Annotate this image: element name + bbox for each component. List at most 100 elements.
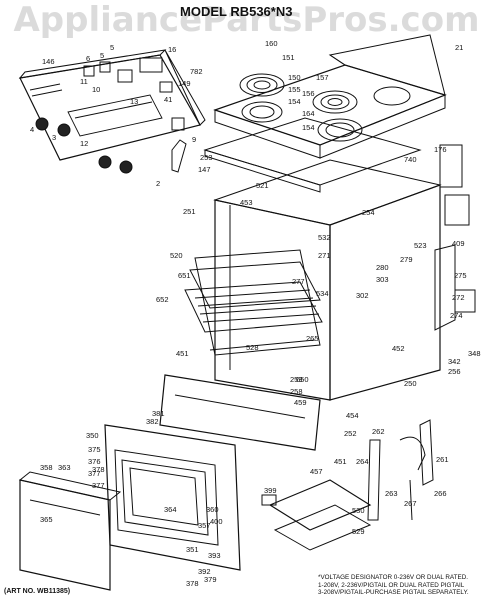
callout-label: 520 bbox=[170, 251, 183, 260]
callout-label: 164 bbox=[302, 109, 315, 118]
callout-label: 740 bbox=[404, 155, 417, 164]
callout-label: 160 bbox=[265, 39, 278, 48]
oven-racks[interactable] bbox=[184, 261, 323, 333]
callout-label: 451 bbox=[176, 349, 189, 358]
oven-cabinet bbox=[213, 159, 442, 401]
callout-label: 528 bbox=[246, 343, 259, 352]
callout-label: 3 bbox=[52, 133, 56, 142]
cooktop[interactable] bbox=[213, 34, 447, 159]
storage-drawer-front[interactable] bbox=[159, 374, 321, 451]
callout-label: 303 bbox=[376, 275, 389, 284]
callout-label: 279 bbox=[400, 255, 413, 264]
oven-door[interactable] bbox=[104, 424, 241, 571]
control-knob[interactable] bbox=[35, 117, 133, 174]
surface-element[interactable] bbox=[239, 73, 363, 142]
callout-label: 364 bbox=[164, 505, 177, 514]
callout-label: 251 bbox=[183, 207, 196, 216]
callout-label: 9 bbox=[192, 135, 196, 144]
callout-label: 265 bbox=[306, 334, 319, 343]
callout-label: 176 bbox=[434, 145, 447, 154]
callout-label: 266 bbox=[434, 489, 447, 498]
callout-label: 348 bbox=[468, 349, 481, 358]
door-hinge[interactable] bbox=[367, 419, 434, 521]
callout-label: 457 bbox=[310, 467, 323, 476]
callout-label: 377 bbox=[88, 469, 101, 478]
callout-label: 365 bbox=[40, 515, 53, 524]
callout-label: 382 bbox=[146, 417, 159, 426]
callout-label: 10 bbox=[92, 85, 100, 94]
callout-label: 377 bbox=[92, 481, 105, 490]
callout-label: 529 bbox=[352, 527, 365, 536]
callout-label: 409 bbox=[452, 239, 465, 248]
callout-label: 155 bbox=[288, 85, 301, 94]
callout-label: 378 bbox=[92, 465, 105, 474]
cooktop-frame bbox=[203, 117, 422, 193]
callout-label: 360 bbox=[206, 505, 219, 514]
callout-label: 267 bbox=[404, 499, 417, 508]
callout-label: 272 bbox=[452, 293, 465, 302]
callout-label: 262 bbox=[372, 427, 385, 436]
callout-label: 393 bbox=[208, 551, 221, 560]
callout-label: 5 bbox=[100, 51, 104, 60]
callout-label: 4 bbox=[30, 125, 34, 134]
callout-label: 259 bbox=[290, 375, 303, 384]
callout-label: 651 bbox=[178, 271, 191, 280]
voltage-note: *VOLTAGE DESIGNATOR 0-236V OR DUAL RATED… bbox=[318, 574, 469, 597]
callout-label: 782 bbox=[190, 67, 203, 76]
callout-label: 532 bbox=[318, 233, 331, 242]
callout-label: 400 bbox=[210, 517, 223, 526]
callout-label: 146 bbox=[42, 57, 55, 66]
callout-label: 275 bbox=[454, 271, 467, 280]
door-handle-panel[interactable] bbox=[18, 471, 122, 591]
callout-label: 357 bbox=[198, 521, 211, 530]
callout-label: 530 bbox=[352, 506, 365, 515]
callout-label: 254 bbox=[362, 208, 375, 217]
callout-label: 534 bbox=[316, 289, 329, 298]
callout-labels: 146 5 6 5 16 160 151 21 782 150 155 154 … bbox=[30, 39, 481, 588]
callout-label: 453 bbox=[240, 198, 253, 207]
callout-label: 5 bbox=[110, 43, 114, 52]
callout-label: 250 bbox=[404, 379, 417, 388]
voltage-note-line: 1-208V, 2-236V/PIGTAIL OR DUAL RATED PIG… bbox=[318, 581, 465, 589]
callout-label: 147 bbox=[198, 165, 211, 174]
callout-label: 459 bbox=[294, 398, 307, 407]
callout-label: 277 bbox=[292, 277, 305, 286]
callout-label: 342 bbox=[448, 357, 461, 366]
broiler-pan[interactable] bbox=[261, 479, 372, 551]
callout-label: 392 bbox=[198, 567, 211, 576]
callout-label: 253 bbox=[200, 153, 213, 162]
callout-label: 264 bbox=[356, 457, 369, 466]
voltage-note-line: *VOLTAGE DESIGNATOR 0-236V OR DUAL RATED… bbox=[318, 574, 468, 581]
callout-label: 381 bbox=[152, 409, 165, 418]
callout-label: 379 bbox=[204, 575, 217, 584]
callout-label: 271 bbox=[318, 251, 331, 260]
callout-label: 154 bbox=[288, 97, 301, 106]
callout-label: 399 bbox=[264, 486, 277, 495]
control-panel[interactable] bbox=[18, 49, 206, 161]
art-number: (ART NO. WB11385) bbox=[4, 588, 71, 595]
callout-label: 6 bbox=[86, 54, 90, 63]
callout-label: 2 bbox=[156, 179, 160, 188]
callout-label: 351 bbox=[186, 545, 199, 554]
callout-label: 280 bbox=[376, 263, 389, 272]
callout-label: 16 bbox=[168, 45, 176, 54]
callout-label: 376 bbox=[88, 457, 101, 466]
callout-label: 11 bbox=[80, 77, 88, 86]
callout-label: 452 bbox=[392, 344, 405, 353]
rear-panel-components[interactable] bbox=[434, 144, 476, 331]
callout-label: 149 bbox=[178, 79, 191, 88]
callout-label: 12 bbox=[80, 139, 88, 148]
callout-label: 274 bbox=[450, 311, 463, 320]
callout-label: 263 bbox=[385, 489, 398, 498]
callout-label: 521 bbox=[256, 181, 269, 190]
callout-label: 363 bbox=[58, 463, 71, 472]
switch-components[interactable] bbox=[83, 57, 187, 173]
callout-label: 523 bbox=[414, 241, 427, 250]
callout-label: 652 bbox=[156, 295, 169, 304]
callout-label: 454 bbox=[346, 411, 359, 420]
callout-label: 157 bbox=[316, 73, 329, 82]
callout-label: 154 bbox=[302, 123, 315, 132]
voltage-note-line: 3-208V/PIGTAIL-PURCHASE PIGTAIL SEPARATE… bbox=[318, 589, 469, 597]
callout-label: 261 bbox=[436, 455, 449, 464]
